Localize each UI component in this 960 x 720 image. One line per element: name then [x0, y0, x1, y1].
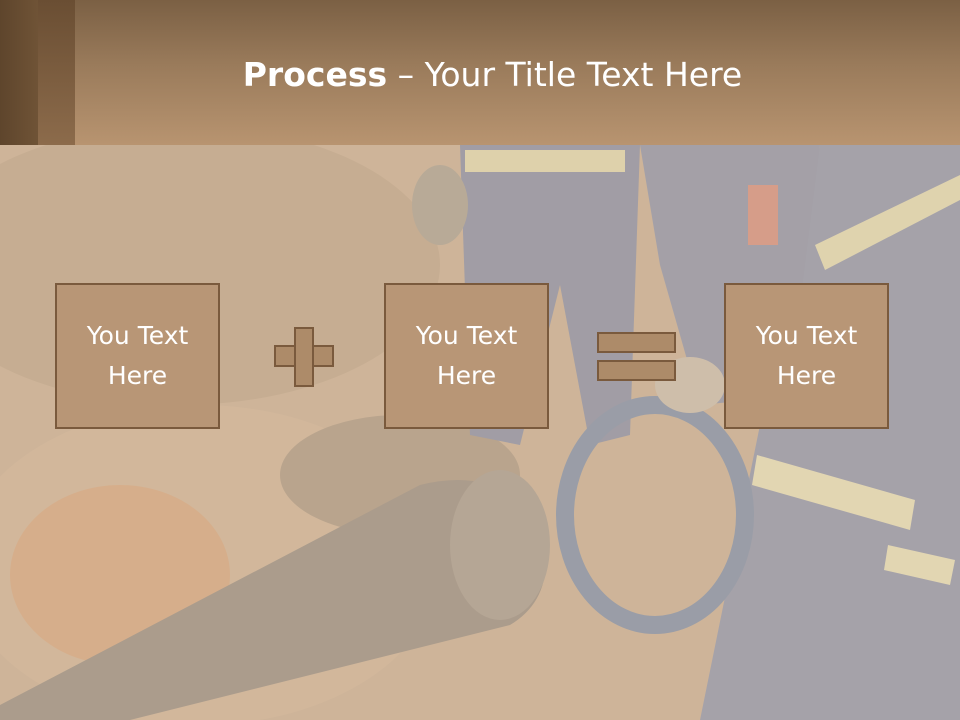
background-photo	[0, 145, 960, 720]
title-rest: – Your Title Text Here	[387, 55, 743, 94]
process-box-3-text: You Text Here	[755, 321, 858, 390]
banner-accent-stripes	[0, 0, 75, 145]
title-bold: Process	[242, 55, 388, 94]
photo-overlay	[0, 145, 960, 720]
process-box-2[interactable]: You Text Here	[384, 283, 549, 429]
process-box-1-text: You Text Here	[86, 321, 189, 390]
process-box-1[interactable]: You Text Here	[55, 283, 220, 429]
title-banner	[0, 0, 960, 145]
process-box-2-text: You Text Here	[415, 321, 518, 390]
slide-title: Process – Your Title Text Here	[0, 54, 960, 96]
process-box-3[interactable]: You Text Here	[724, 283, 889, 429]
